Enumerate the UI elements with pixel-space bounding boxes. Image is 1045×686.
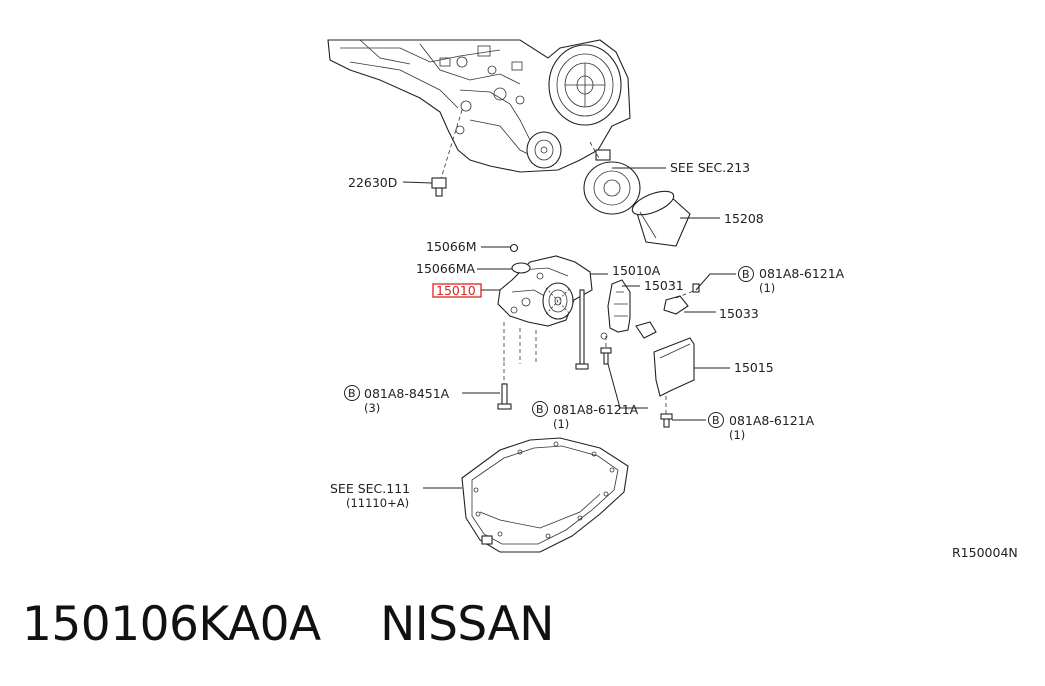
label-15208: 15208 xyxy=(724,211,764,226)
label-22630D: 22630D xyxy=(348,175,397,190)
brand-name: NISSAN xyxy=(380,597,554,652)
label-15010: 15010 xyxy=(436,283,476,298)
oil-strainer-drawing xyxy=(600,279,657,340)
diagram-code: R150004N xyxy=(952,545,1018,560)
baffle-plate-drawing xyxy=(653,337,695,397)
label-15015: 15015 xyxy=(734,360,774,375)
label-qty-b1: (1) xyxy=(759,281,775,295)
label-qty-b4: (1) xyxy=(729,428,745,442)
callout-b1: B 081A8-6121A (1) xyxy=(738,266,845,295)
small-bolts-drawing xyxy=(497,336,673,428)
label-15033: 15033 xyxy=(719,306,759,321)
label-qty-b2: (3) xyxy=(364,401,380,415)
label-081A8-6121A-b4: 081A8-6121A xyxy=(729,413,815,428)
label-081A8-6121A-b3: 081A8-6121A xyxy=(553,402,639,417)
label-qty-b3: (1) xyxy=(553,417,569,431)
pump-long-bolt-drawing xyxy=(575,289,589,370)
oil-pan-drawing xyxy=(461,437,629,553)
oil-pressure-sensor-drawing xyxy=(431,177,447,197)
circle-letter: B xyxy=(712,414,720,427)
label-15031: 15031 xyxy=(644,278,684,293)
circle-letter: B xyxy=(536,403,544,416)
engine-block-drawing xyxy=(327,39,641,215)
circle-letter: B xyxy=(348,387,356,400)
callout-b4: B 081A8-6121A (1) xyxy=(708,412,815,442)
bracket-drawing xyxy=(663,283,700,315)
label-see-sec-213: SEE SEC.213 xyxy=(670,160,750,175)
oil-filter-drawing xyxy=(631,190,691,247)
label-081A8-6121A-b1: 081A8-6121A xyxy=(759,266,845,281)
callout-b3: B 081A8-6121A (1) xyxy=(532,401,639,431)
highlighted-part-15010[interactable]: 15010 xyxy=(432,283,482,298)
label-see-sec-111: SEE SEC.111 xyxy=(330,481,410,496)
leader-lines xyxy=(402,167,736,489)
part-caption: 150106KA0A NISSAN xyxy=(22,597,554,657)
label-15010A: 15010A xyxy=(612,263,661,278)
label-see-sec-111-sub: (11110+A) xyxy=(346,496,409,510)
part-number: 150106KA0A xyxy=(22,597,321,652)
label-081A8-8451A: 081A8-8451A xyxy=(364,386,450,401)
label-15066M: 15066M xyxy=(426,239,477,254)
label-15066MA: 15066MA xyxy=(416,261,476,276)
oil-pump-drawing xyxy=(497,243,593,364)
callout-b2: B 081A8-8451A (3) xyxy=(344,385,450,415)
circle-letter: B xyxy=(742,268,750,281)
